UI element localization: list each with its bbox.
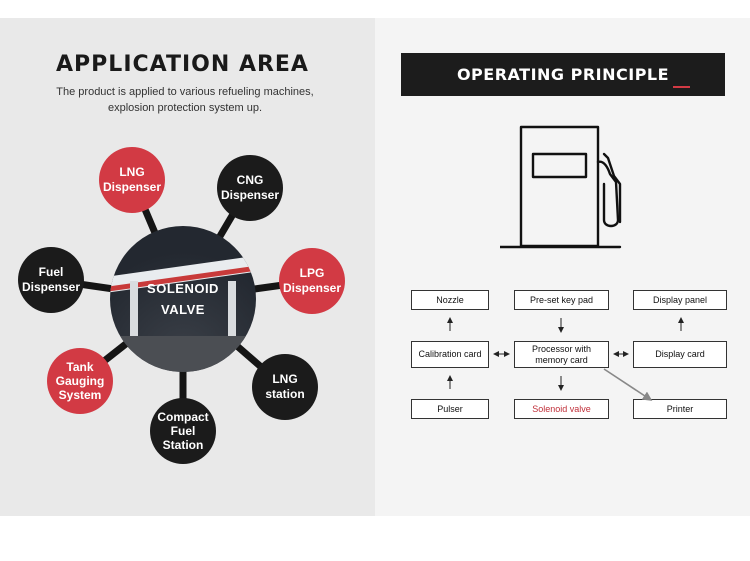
operating-principle-panel — [375, 18, 750, 516]
node-label: Dispenser — [102, 180, 162, 194]
nozzle-box: Nozzle — [411, 290, 489, 310]
processor-label-line-1: Processor with — [531, 343, 592, 354]
node-label: Dispenser — [282, 281, 342, 295]
preset-keypad-box: Pre-set key pad — [514, 290, 609, 310]
processor-label-line-2: memory card — [535, 354, 588, 365]
application-area-subtitle: The product is applied to various refuel… — [0, 84, 370, 116]
fuel-pump-icon — [500, 125, 622, 249]
node-label: System — [58, 388, 102, 402]
title-accent-underline — [673, 86, 690, 88]
station-pillar — [228, 281, 236, 336]
pulser-box: Pulser — [411, 399, 489, 419]
hub-label-line-2: VALVE — [161, 302, 205, 317]
node-label: Fuel — [38, 265, 64, 279]
node-label: station — [265, 387, 305, 401]
operating-principle-title: OPERATING PRINCIPLE — [401, 53, 725, 96]
node-label: LPG — [299, 266, 325, 280]
calibration-card-box: Calibration card — [411, 341, 489, 368]
node-label: CNG — [236, 173, 264, 187]
arrow-processor-to-printer — [603, 368, 653, 401]
node-label: Tank — [66, 360, 94, 374]
solenoid-valve-hub: SOLENOID VALVE — [110, 226, 256, 372]
node-label: Station — [162, 438, 204, 452]
application-area-title: APPLICATION AREA — [56, 52, 309, 77]
display-panel-box: Display panel — [633, 290, 727, 310]
node-label: LNG — [272, 372, 298, 386]
node-label: Dispenser — [220, 188, 280, 202]
hub-label-line-1: SOLENOID — [147, 281, 219, 296]
display-card-box: Display card — [633, 341, 727, 368]
solenoid-valve-box: Solenoid valve — [514, 399, 609, 419]
subtitle-line-1: The product is applied to various refuel… — [56, 86, 314, 98]
station-ground — [110, 336, 256, 372]
printer-box: Printer — [633, 399, 727, 419]
node-label: LNG — [119, 165, 145, 179]
node-label: Gauging — [55, 374, 105, 388]
node-label: Fuel — [170, 424, 196, 438]
subtitle-line-2: explosion protection system up. — [107, 102, 263, 114]
node-label: Compact — [157, 410, 209, 424]
station-pillar — [130, 281, 138, 336]
node-label: Dispenser — [21, 280, 81, 294]
